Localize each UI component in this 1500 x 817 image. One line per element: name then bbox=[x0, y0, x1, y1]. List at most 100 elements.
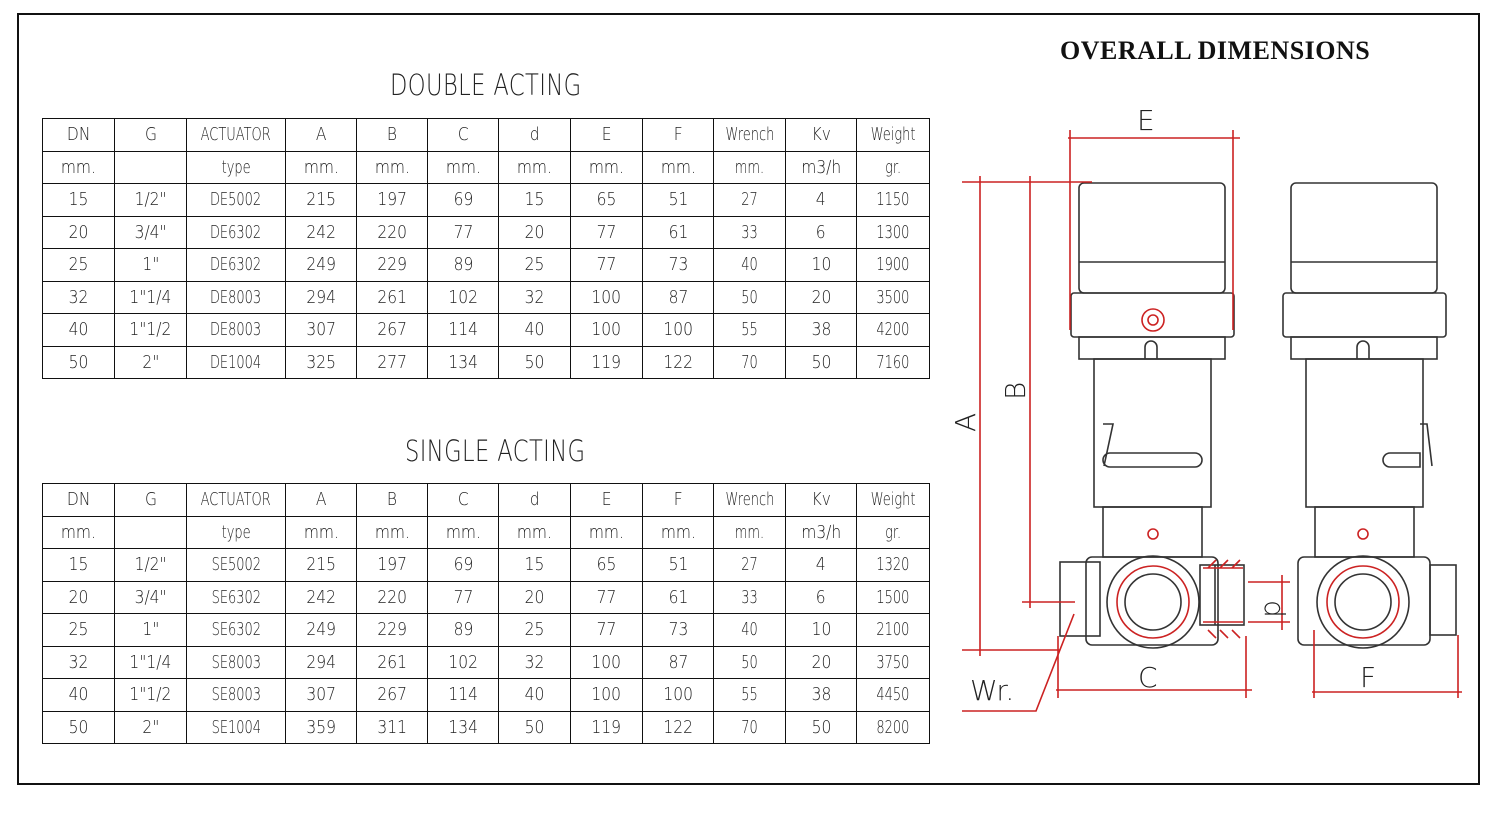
dimension-label-wrench: Wr. bbox=[970, 674, 1014, 707]
table-cell bbox=[114, 150, 187, 184]
table-cell: 8200 bbox=[856, 710, 930, 744]
table-cell: 7160 bbox=[856, 345, 930, 379]
right-actuator-cap bbox=[1290, 182, 1438, 294]
table-cell: G bbox=[114, 118, 187, 152]
table-cell: 1300 bbox=[856, 215, 930, 249]
table-cell: mm. bbox=[356, 515, 428, 549]
table-cell: DE6302 bbox=[186, 215, 286, 249]
table-cell: 114 bbox=[427, 678, 499, 712]
table-cell: 277 bbox=[356, 345, 428, 379]
table-cell: 55 bbox=[713, 678, 786, 712]
table-cell: 1" bbox=[114, 613, 187, 647]
table-cell: 2100 bbox=[856, 613, 930, 647]
table-cell: 1"1/4 bbox=[114, 280, 187, 314]
table-cell: 4450 bbox=[856, 678, 930, 712]
table-cell: 4 bbox=[785, 183, 857, 217]
left-actuator-cap bbox=[1078, 182, 1226, 294]
table-cell: 51 bbox=[642, 183, 714, 217]
table-cell: 25 bbox=[42, 613, 115, 647]
table-cell: Kv bbox=[785, 118, 857, 152]
table-cell: mm. bbox=[498, 515, 571, 549]
table-cell: m3/h bbox=[785, 515, 857, 549]
table-cell: type bbox=[186, 150, 286, 184]
table-cell: 33 bbox=[713, 215, 786, 249]
table-cell: 77 bbox=[570, 248, 643, 282]
table-cell: 77 bbox=[570, 215, 643, 249]
table-cell: gr. bbox=[856, 515, 930, 549]
table-cell: mm. bbox=[285, 150, 357, 184]
table-cell: 1/2" bbox=[114, 183, 187, 217]
table-cell: 3/4" bbox=[114, 215, 187, 249]
table-cell: 249 bbox=[285, 248, 357, 282]
table-cell: 215 bbox=[285, 183, 357, 217]
table-cell: 25 bbox=[498, 613, 571, 647]
table-cell: DE8003 bbox=[186, 280, 286, 314]
table-cell: 294 bbox=[285, 280, 357, 314]
table-cell bbox=[114, 515, 187, 549]
table-cell: 69 bbox=[427, 548, 499, 582]
table-cell: 40 bbox=[498, 313, 571, 347]
table-cell: 61 bbox=[642, 580, 714, 614]
dimension-label-d: d bbox=[1258, 600, 1291, 618]
table-cell: 70 bbox=[713, 710, 786, 744]
table-cell: 27 bbox=[713, 183, 786, 217]
table-cell: 70 bbox=[713, 345, 786, 379]
table-cell: 100 bbox=[570, 678, 643, 712]
table-cell: 87 bbox=[642, 280, 714, 314]
dimension-label-a: A bbox=[949, 413, 982, 432]
table-cell: 100 bbox=[642, 678, 714, 712]
table-cell: mm. bbox=[427, 515, 499, 549]
table-cell: d bbox=[498, 483, 571, 517]
table-cell: 50 bbox=[713, 645, 786, 679]
table-cell: 55 bbox=[713, 313, 786, 347]
table-cell: 20 bbox=[498, 215, 571, 249]
table-cell: Wrench bbox=[713, 483, 786, 517]
table-cell: 1"1/4 bbox=[114, 645, 187, 679]
right-actuator-body bbox=[1305, 358, 1424, 508]
table-cell: Weight bbox=[856, 118, 930, 152]
table-cell: 100 bbox=[570, 280, 643, 314]
table-cell: 1320 bbox=[856, 548, 930, 582]
table-cell: 10 bbox=[785, 248, 857, 282]
table-cell: 40 bbox=[42, 313, 115, 347]
table-cell: 100 bbox=[570, 645, 643, 679]
table-cell: 1500 bbox=[856, 580, 930, 614]
table-cell: 15 bbox=[42, 183, 115, 217]
table-cell: A bbox=[285, 483, 357, 517]
table-cell: 77 bbox=[570, 580, 643, 614]
table-cell: 32 bbox=[42, 645, 115, 679]
table-cell: 50 bbox=[785, 710, 857, 744]
table-cell: 249 bbox=[285, 613, 357, 647]
table-cell: E bbox=[570, 483, 643, 517]
table-cell: 100 bbox=[642, 313, 714, 347]
table-cell: 134 bbox=[427, 710, 499, 744]
table-cell: SE8003 bbox=[186, 645, 286, 679]
table-cell: DN bbox=[42, 483, 115, 517]
table-cell: 20 bbox=[42, 215, 115, 249]
table-cell: 65 bbox=[570, 548, 643, 582]
table-cell: 33 bbox=[713, 580, 786, 614]
table-cell: mm. bbox=[356, 150, 428, 184]
table-cell: 311 bbox=[356, 710, 428, 744]
valve-dimension-drawing: E F C Wr. A B d bbox=[949, 104, 1462, 712]
table-cell: 4 bbox=[785, 548, 857, 582]
table-cell: 87 bbox=[642, 645, 714, 679]
table-cell: 89 bbox=[427, 613, 499, 647]
table-cell: 20 bbox=[42, 580, 115, 614]
table-cell: 32 bbox=[498, 280, 571, 314]
table-cell: DN bbox=[42, 118, 115, 152]
table-cell: 40 bbox=[42, 678, 115, 712]
table-cell: d bbox=[498, 118, 571, 152]
table-cell: 119 bbox=[570, 345, 643, 379]
table-cell: 6 bbox=[785, 215, 857, 249]
